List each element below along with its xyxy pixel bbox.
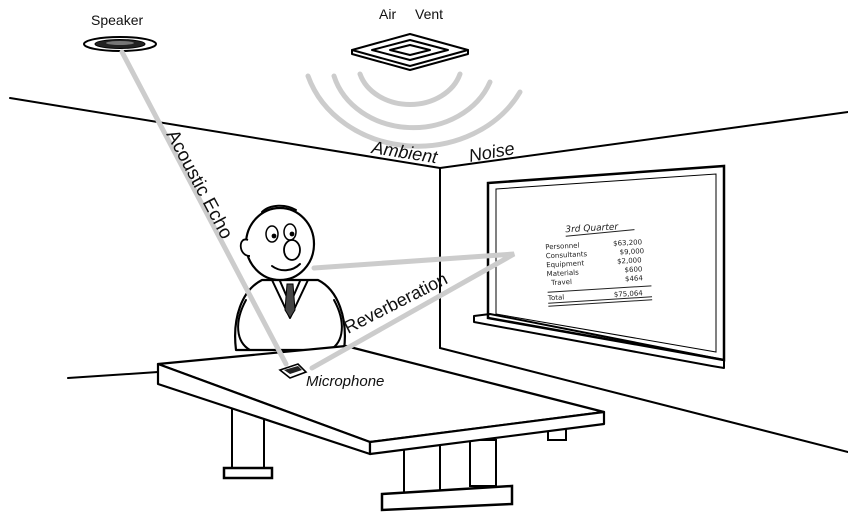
whiteboard-row-4-item: Materials xyxy=(546,269,579,279)
reverberation-path xyxy=(309,251,516,371)
speaker-label: Speaker xyxy=(91,12,143,28)
ambient-noise-waves xyxy=(305,71,523,149)
whiteboard-writing: 3rd Quarter Personnel $63,200 Consultant… xyxy=(545,222,653,307)
whiteboard-row-3-amount: $2,000 xyxy=(617,256,642,265)
whiteboard-row-1-amount: $63,200 xyxy=(613,238,642,248)
whiteboard-row-3-item: Equipment xyxy=(546,259,585,269)
microphone-label: Microphone xyxy=(306,373,384,390)
acoustic-echo-label: Acoustic Echo xyxy=(162,126,237,242)
whiteboard-row-5-item: Travel xyxy=(550,278,572,287)
whiteboard-row-2-item: Consultants xyxy=(546,250,588,260)
noise-label: Noise xyxy=(467,138,516,166)
whiteboard-row-2-amount: $9,000 xyxy=(619,247,644,256)
room-outline xyxy=(9,97,848,453)
whiteboard-row-5-amount: $464 xyxy=(625,274,644,283)
conference-table xyxy=(156,344,606,512)
reverberation-label: Reverberation xyxy=(341,268,451,337)
whiteboard xyxy=(473,164,726,369)
microphone-icon xyxy=(278,363,308,379)
speaker-icon xyxy=(83,36,157,52)
whiteboard-total-amount: $75,064 xyxy=(614,289,644,299)
whiteboard-total-label: Total xyxy=(547,293,565,302)
sound-paths xyxy=(119,49,516,371)
whiteboard-row-1-item: Personnel xyxy=(545,242,580,252)
person-figure xyxy=(234,204,346,352)
acoustic-echo-path xyxy=(119,49,289,367)
air-vent-icon xyxy=(351,33,469,71)
whiteboard-row-4-amount: $600 xyxy=(624,265,642,274)
vent-label: Vent xyxy=(415,6,443,22)
air-label: Air xyxy=(379,6,396,22)
